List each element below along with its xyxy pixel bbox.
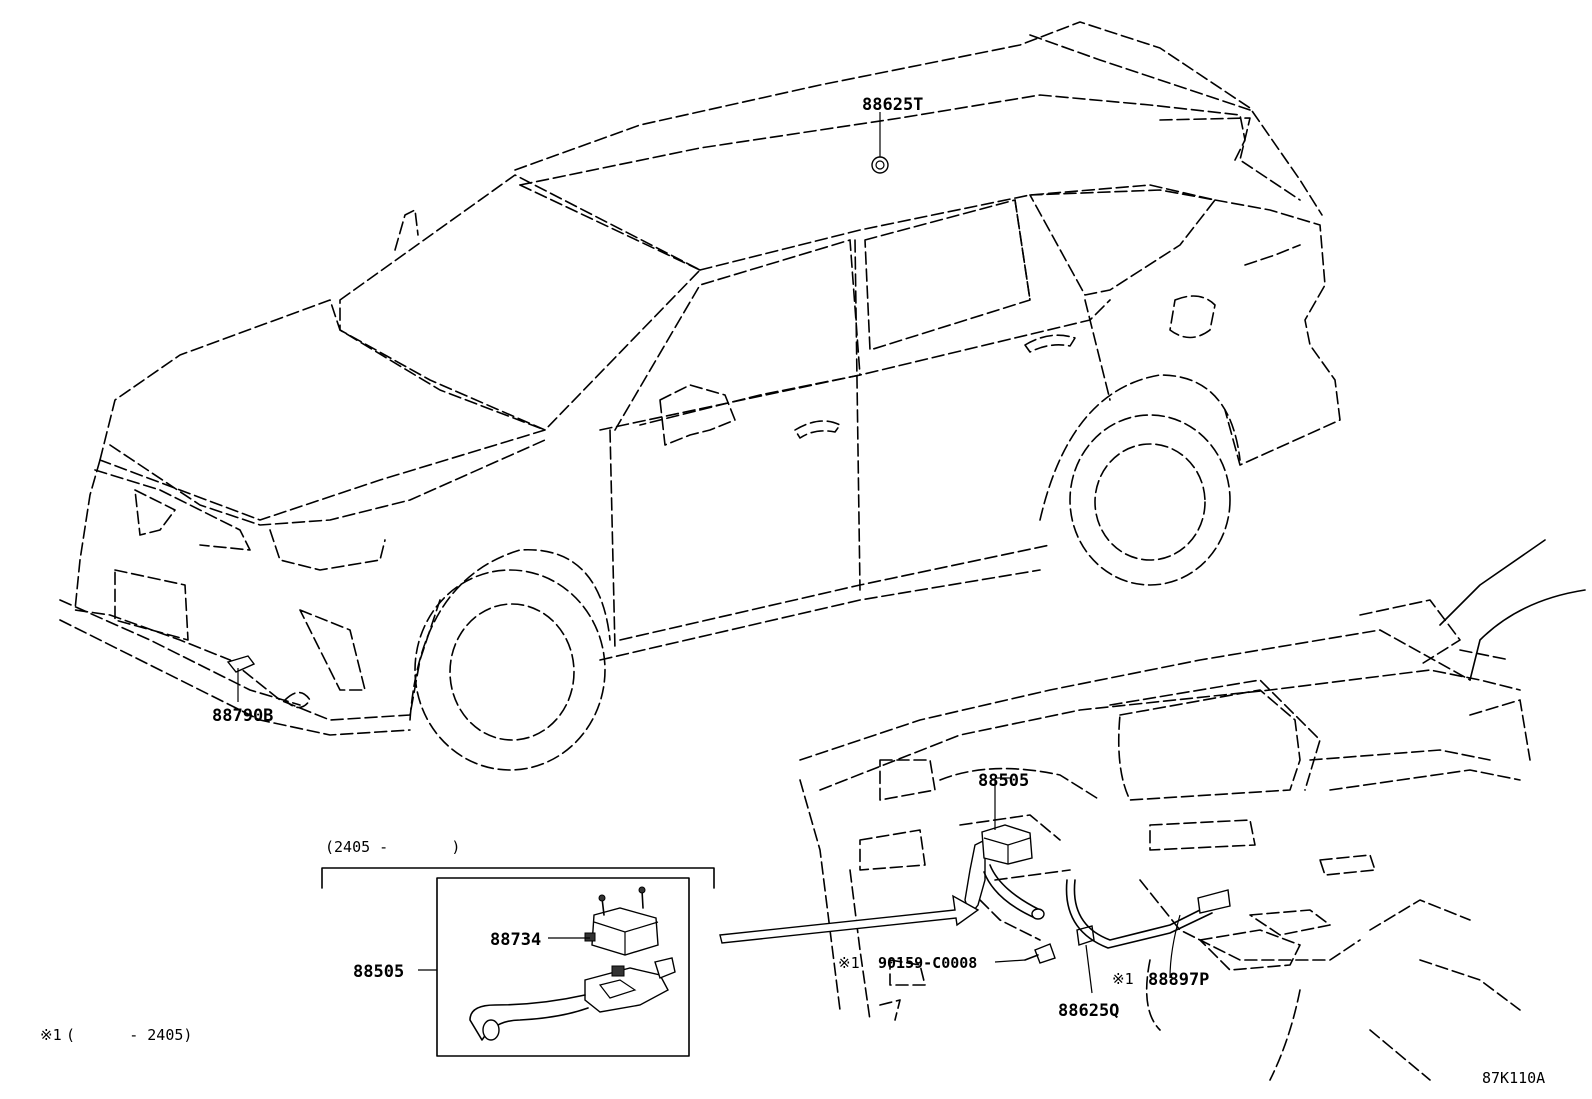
date-range-note: (2405 - ): [325, 838, 460, 856]
label-88734: 88734: [490, 930, 541, 950]
label-90159-C0008: 90159-C0008: [878, 954, 977, 972]
label-88505-box: 88505: [353, 962, 404, 982]
part-88625T: [871, 112, 889, 174]
note-mark-88897P: ※1: [1112, 970, 1134, 988]
label-88505-dash: 88505: [978, 771, 1029, 791]
label-88790B: 88790B: [212, 706, 273, 726]
vehicle-outline: [59, 21, 1341, 771]
detail-box: [418, 877, 690, 1057]
part-88790B: [226, 655, 256, 702]
footnote-text: ( - 2405): [66, 1026, 192, 1044]
note-mark-90159: ※1: [838, 954, 860, 972]
diagram-code: 87K110A: [1482, 1069, 1545, 1087]
pointer-arrow: [719, 894, 980, 944]
date-range-bracket: [321, 867, 715, 889]
label-88897P: 88897P: [1148, 970, 1209, 990]
label-88625T: 88625T: [862, 95, 923, 115]
footnote-mark: ※1: [40, 1026, 62, 1044]
dash-assembly: [964, 777, 1231, 994]
dashboard-outline: [799, 539, 1586, 1081]
label-88625Q: 88625Q: [1058, 1001, 1119, 1021]
